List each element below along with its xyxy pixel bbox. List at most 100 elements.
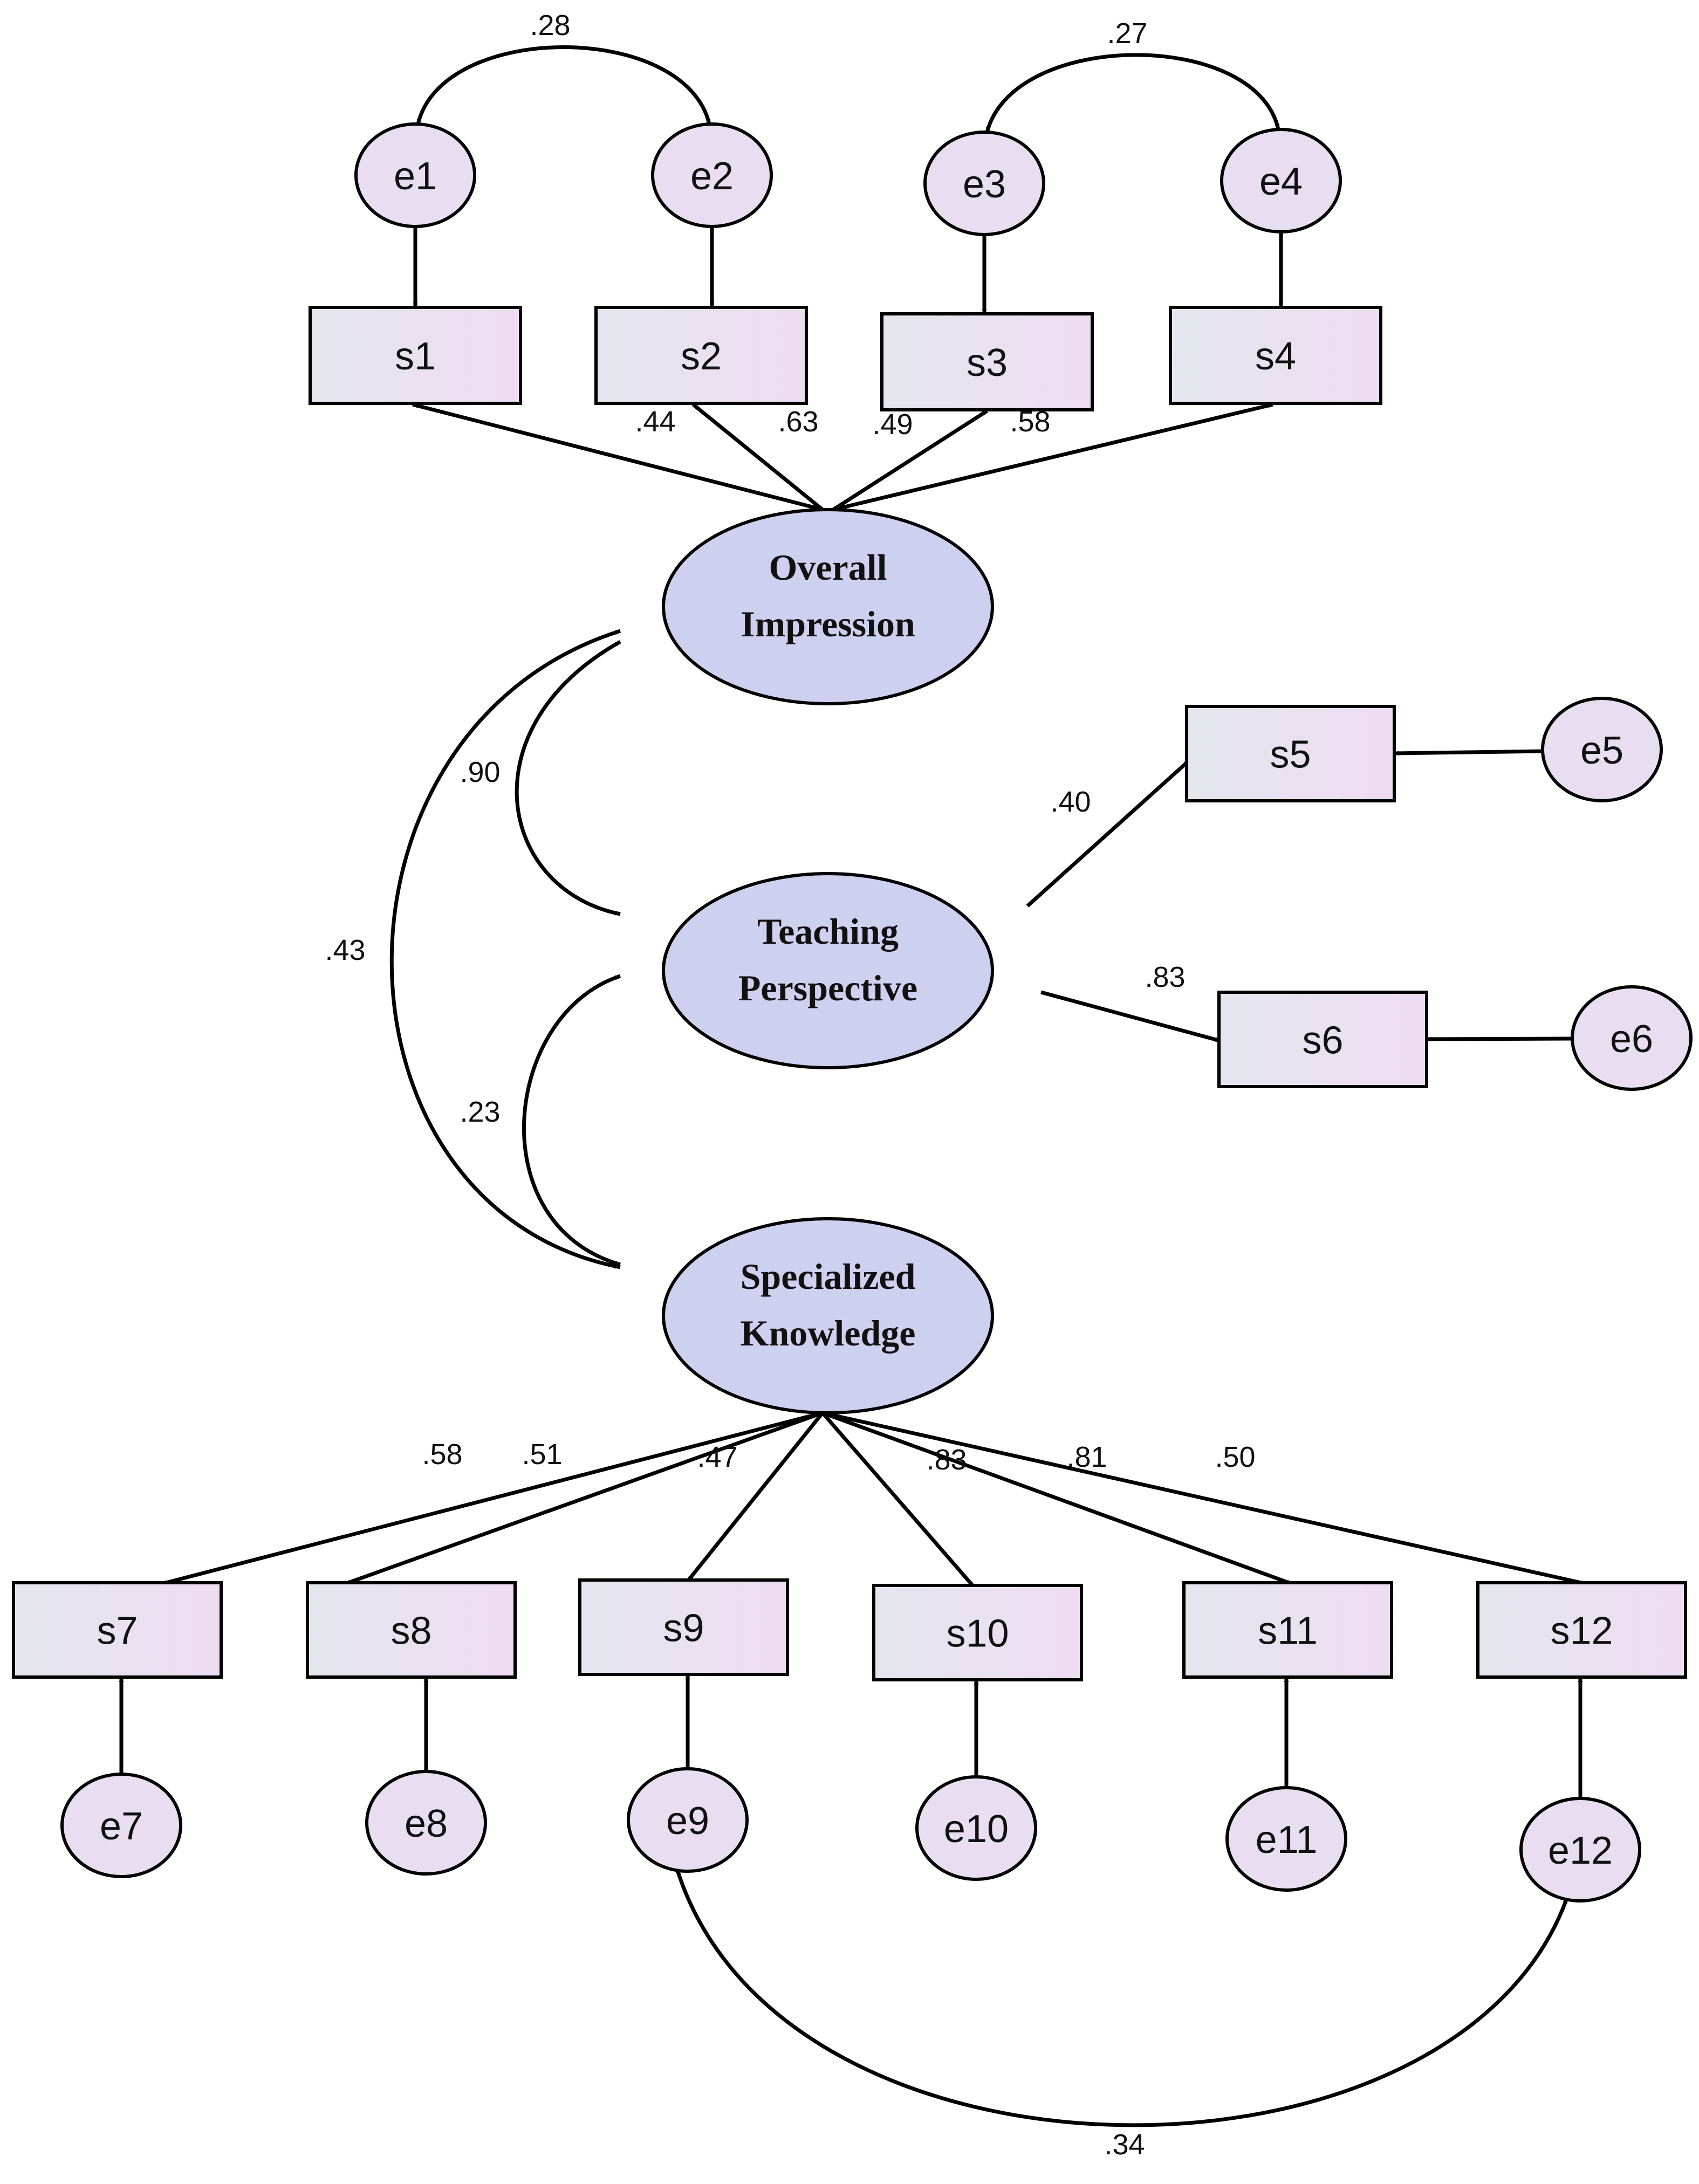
covariance-label-e9-e12: .34 (1104, 2128, 1145, 2161)
covariance-label-teaching-specialized: .23 (460, 1096, 500, 1128)
observed-label: s2 (681, 335, 722, 378)
error-circle (1571, 985, 1693, 1091)
error-circle (651, 122, 773, 228)
error-label: e5 (1580, 729, 1623, 772)
error-label: e10 (944, 1808, 1009, 1851)
covariance-arrow-e1-e2 (416, 45, 711, 125)
observed-box (1182, 1581, 1393, 1679)
observed-label: s11 (1258, 1610, 1318, 1653)
error-arrow-e5 (1394, 749, 1543, 756)
loading-label-s10: .83 (926, 1444, 967, 1476)
covariance-arrow-e9-e12 (675, 1867, 1569, 2127)
latent-label-line: Knowledge (741, 1313, 916, 1354)
loading-arrow-s4 (833, 402, 1273, 512)
observed-label: s10 (946, 1612, 1009, 1656)
observed-s6: s6 (1217, 991, 1428, 1088)
loading-arrow-s9 (686, 1411, 824, 1583)
observed-s9: s9 (578, 1578, 789, 1676)
error-label: e1 (394, 155, 437, 198)
observed-s7: s7 (12, 1581, 223, 1679)
error-label: e12 (1548, 1829, 1613, 1872)
loading-arrow-s7 (161, 1411, 823, 1586)
error-circle (60, 1773, 182, 1878)
nodes-layer: OverallImpressionTeachingPerspectiveSpec… (12, 122, 1693, 1903)
observed-box (578, 1578, 789, 1676)
error-circle (923, 131, 1045, 236)
loading-label-s1: .44 (635, 406, 675, 438)
error-e6: e6 (1571, 985, 1693, 1091)
loading-arrow-s6 (1040, 990, 1221, 1043)
error-circle (1519, 1797, 1641, 1903)
latent-label-line: Overall (769, 547, 887, 588)
covariance-label-e3-e4: .27 (1107, 17, 1147, 50)
error-e7: e7 (60, 1773, 182, 1878)
latent-ellipse (662, 872, 994, 1069)
error-label: e4 (1259, 160, 1303, 203)
observed-box (1185, 705, 1396, 802)
loading-arrow-s1 (412, 402, 823, 512)
loading-arrow-s2 (691, 403, 824, 511)
observed-box (309, 306, 522, 405)
observed-box (306, 1581, 517, 1679)
error-e12: e12 (1519, 1797, 1641, 1903)
error-label: e7 (100, 1805, 143, 1848)
loading-label-s7: .58 (422, 1438, 462, 1471)
observed-s3: s3 (880, 312, 1094, 411)
observed-box (1476, 1581, 1687, 1679)
error-e9: e9 (627, 1767, 749, 1873)
covariance-label-overall-specialized: .43 (325, 934, 365, 966)
observed-s10: s10 (872, 1584, 1083, 1681)
error-circle (354, 122, 476, 228)
error-e8: e8 (365, 1770, 487, 1876)
observed-label: s12 (1550, 1610, 1613, 1653)
observed-box (12, 1581, 223, 1679)
observed-s5: s5 (1185, 705, 1396, 802)
error-e3: e3 (923, 131, 1045, 236)
error-circle (627, 1767, 749, 1873)
observed-s8: s8 (306, 1581, 517, 1679)
loading-arrow-s3 (832, 409, 988, 511)
observed-label: s3 (967, 341, 1008, 384)
observed-s4: s4 (1169, 306, 1382, 405)
error-circle (1225, 1786, 1347, 1892)
observed-s2: s2 (594, 306, 808, 405)
loading-label-s2: .63 (778, 406, 818, 438)
error-e2: e2 (651, 122, 773, 228)
latent-label-line: Teaching (757, 911, 899, 952)
error-e11: e11 (1225, 1786, 1347, 1892)
loading-label-s3: .49 (872, 408, 913, 441)
observed-s1: s1 (309, 306, 522, 405)
loading-arrow-s8 (344, 1411, 824, 1586)
covariance-label-e1-e2: .28 (530, 9, 570, 42)
latent-ellipse (662, 508, 994, 705)
covariance-arrow-teaching-specialized (522, 974, 621, 1267)
error-e4: e4 (1220, 128, 1342, 233)
error-circle (915, 1775, 1037, 1881)
latent-label-line: Impression (741, 603, 915, 644)
loading-arrow-s12 (822, 1411, 1586, 1586)
loading-label-s5: .40 (1050, 786, 1091, 818)
loading-arrow-s10 (821, 1411, 975, 1588)
covariance-arrow-overall-specialized (389, 629, 621, 1269)
error-circle (1541, 697, 1663, 802)
observed-box (880, 312, 1094, 411)
observed-label: s8 (391, 1610, 431, 1653)
error-circle (1220, 128, 1342, 233)
error-label: e6 (1610, 1018, 1653, 1061)
error-label: e3 (963, 163, 1006, 206)
latent-label-line: Specialized (741, 1256, 916, 1297)
covariance-arrow-e3-e4 (985, 53, 1280, 133)
observed-label: s7 (97, 1610, 138, 1653)
loading-arrow-s5 (1026, 759, 1191, 908)
labels-layer: .44.63.49.58.40.83.58.51.47.83.81.50.28.… (325, 9, 1255, 2161)
latent-label-line: Perspective (738, 967, 917, 1008)
edges-layer (119, 45, 1586, 2127)
error-circle (365, 1770, 487, 1876)
observed-box (1217, 991, 1428, 1088)
error-label: e2 (690, 155, 734, 198)
observed-box (1169, 306, 1382, 405)
